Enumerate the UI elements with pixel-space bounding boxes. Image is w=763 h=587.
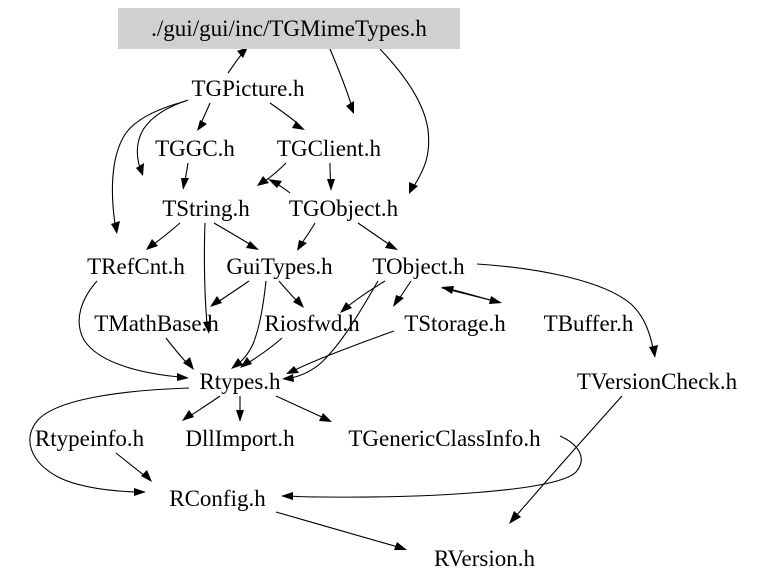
node-tbuffer[interactable]: TBuffer.h [543, 310, 634, 336]
edge-tobject-to-riosfwd [346, 280, 386, 308]
edge-tgobject-to-tobject [357, 222, 391, 246]
arrowhead-tstring-to-guitypes [246, 241, 259, 250]
arrowhead-rconfig-to-rversion [394, 542, 407, 550]
edge-tgpicture-to-tgmimetypes [227, 54, 242, 74]
edge-rtypes-to-rconfig [29, 387, 190, 493]
edge-tmathbase-to-rtypes [165, 337, 188, 364]
edge-tbuffer-to-tobject [449, 288, 491, 301]
node-rconfig[interactable]: RConfig.h [169, 485, 266, 511]
node-tobject[interactable]: TObject.h [372, 253, 465, 279]
arrowhead-tobject-to-tstorage [393, 295, 404, 307]
arrowhead-tstring-to-trefcnt [146, 239, 158, 250]
edge-guitypes-to-riosfwd [278, 280, 298, 302]
edge-rconfig-to-rversion [275, 511, 399, 548]
arrowhead-tgenericclassinfo-to-rconfig [281, 492, 293, 500]
arrowhead-tgpicture-to-tstring [136, 163, 144, 176]
edge-tobject-to-tstorage [398, 280, 412, 300]
node-tversioncheck[interactable]: TVersionCheck.h [576, 368, 738, 394]
node-tgenericclassinfo[interactable]: TGenericClassInfo.h [348, 425, 541, 451]
arrowhead-rtypes-to-tgenericclassinfo [319, 413, 332, 422]
arrowhead-tgpicture-to-tggc [197, 120, 207, 131]
arrowhead-rtypeinfo-to-rconfig [141, 470, 152, 482]
arrowhead-tgclient-to-tstring [257, 176, 269, 186]
arrowhead-riosfwd-to-rtypes [240, 357, 252, 368]
edge-tstring-to-guitypes [213, 222, 252, 246]
arrowhead-tmathbase-to-rtypes [183, 357, 194, 370]
arrowhead-tgobject-to-tobject [385, 241, 398, 250]
arrowhead-trefcnt-to-rtypes [177, 373, 189, 381]
arrowhead-tobject-to-tversioncheck [649, 345, 658, 358]
node-riosfwd[interactable]: Riosfwd.h [264, 310, 360, 336]
edge-tversioncheck-to-rversion [515, 395, 623, 517]
edge-tgpicture-to-tgclient [269, 102, 298, 124]
node-rtypes[interactable]: Rtypes.h [199, 368, 281, 394]
arrowhead-tobject-to-riosfwd [340, 302, 352, 313]
node-guitypes[interactable]: GuiTypes.h [226, 253, 333, 279]
node-tgpicture[interactable]: TGPicture.h [191, 75, 305, 101]
arrowhead-tgpicture-to-tgclient [292, 121, 305, 130]
arrowhead-tgpicture-to-trefcnt [111, 221, 120, 234]
edge-tobject-to-rtypes [290, 280, 379, 379]
arrowhead-tgobject-to-guitypes [297, 240, 307, 251]
arrowhead-tgobject-to-tstring [268, 179, 282, 188]
arrowhead-tstorage-to-rtypes [286, 366, 299, 374]
arrowhead-tobject-to-tbuffer [489, 296, 502, 304]
arrowhead-tbuffer-to-tobject [441, 286, 454, 294]
arrowhead-guitypes-to-riosfwd [293, 296, 304, 308]
arrowhead-tversioncheck-to-rversion [509, 511, 521, 524]
node-tggc[interactable]: TGGC.h [155, 135, 235, 161]
edge-riosfwd-to-rtypes [247, 337, 283, 364]
arrowhead-tggc-to-tstring [181, 178, 189, 190]
edge-tgenericclassinfo-to-rconfig [289, 435, 582, 498]
edge-tgpicture-to-tggc [200, 102, 211, 124]
edge-tgmimetypes-to-tgobject [379, 48, 430, 187]
edge-trefcnt-to-rtypes [78, 280, 181, 378]
edge-tgobject-to-guitypes [301, 222, 316, 244]
edge-rtypes-to-rtypeinfo [189, 395, 221, 417]
edge-tgclient-to-tstring [264, 162, 287, 182]
edge-tgpicture-to-tstring [136, 99, 189, 169]
edge-tgmimetypes-to-tgclient [329, 48, 352, 105]
node-tmathbase[interactable]: TMathBase.h [94, 310, 219, 336]
edge-tstorage-to-rtypes [294, 330, 395, 371]
edge-guitypes-to-rtypes [237, 280, 267, 365]
edge-guitypes-to-tmathbase [217, 280, 250, 303]
node-tgobject[interactable]: TGObject.h [288, 195, 399, 221]
arrowhead-tgmimetypes-to-tgclient [346, 101, 354, 114]
arrowhead-guitypes-to-rtypes [231, 358, 243, 369]
arrowhead-tgclient-to-tgobject [327, 179, 335, 191]
arrowhead-rtypes-to-rconfig [134, 488, 146, 496]
edge-rtypeinfo-to-rconfig [115, 452, 146, 477]
arrowhead-rtypes-to-rtypeinfo [182, 410, 194, 421]
arrowhead-tgpicture-to-tgmimetypes [237, 47, 248, 58]
node-tgclient[interactable]: TGClient.h [276, 135, 382, 161]
edge-tgpicture-to-trefcnt [111, 100, 187, 225]
arrowhead-tgmimetypes-to-tgobject [409, 182, 418, 194]
arrowhead-guitypes-to-tmathbase [210, 296, 222, 307]
edge-tobject-to-tversioncheck [476, 263, 654, 349]
arrowhead-tstring-to-rtypes [203, 321, 211, 334]
edge-rtypes-to-tgenericclassinfo [275, 395, 325, 419]
node-dllimport[interactable]: DllImport.h [185, 425, 295, 451]
node-tstring[interactable]: TString.h [162, 195, 250, 221]
node-rtypeinfo[interactable]: Rtypeinfo.h [34, 425, 145, 451]
edge-tstring-to-trefcnt [153, 222, 181, 245]
node-rversion[interactable]: RVersion.h [433, 545, 536, 571]
arrowhead-tobject-to-rtypes [282, 374, 294, 382]
edge-tstring-to-rtypes [203, 222, 208, 325]
node-tgmimetypes[interactable]: ./gui/gui/inc/TGMimeTypes.h [118, 8, 460, 49]
node-trefcnt[interactable]: TRefCnt.h [87, 253, 185, 279]
arrowhead-rtypes-to-dllimport [236, 410, 244, 422]
node-tstorage[interactable]: TStorage.h [404, 310, 506, 336]
